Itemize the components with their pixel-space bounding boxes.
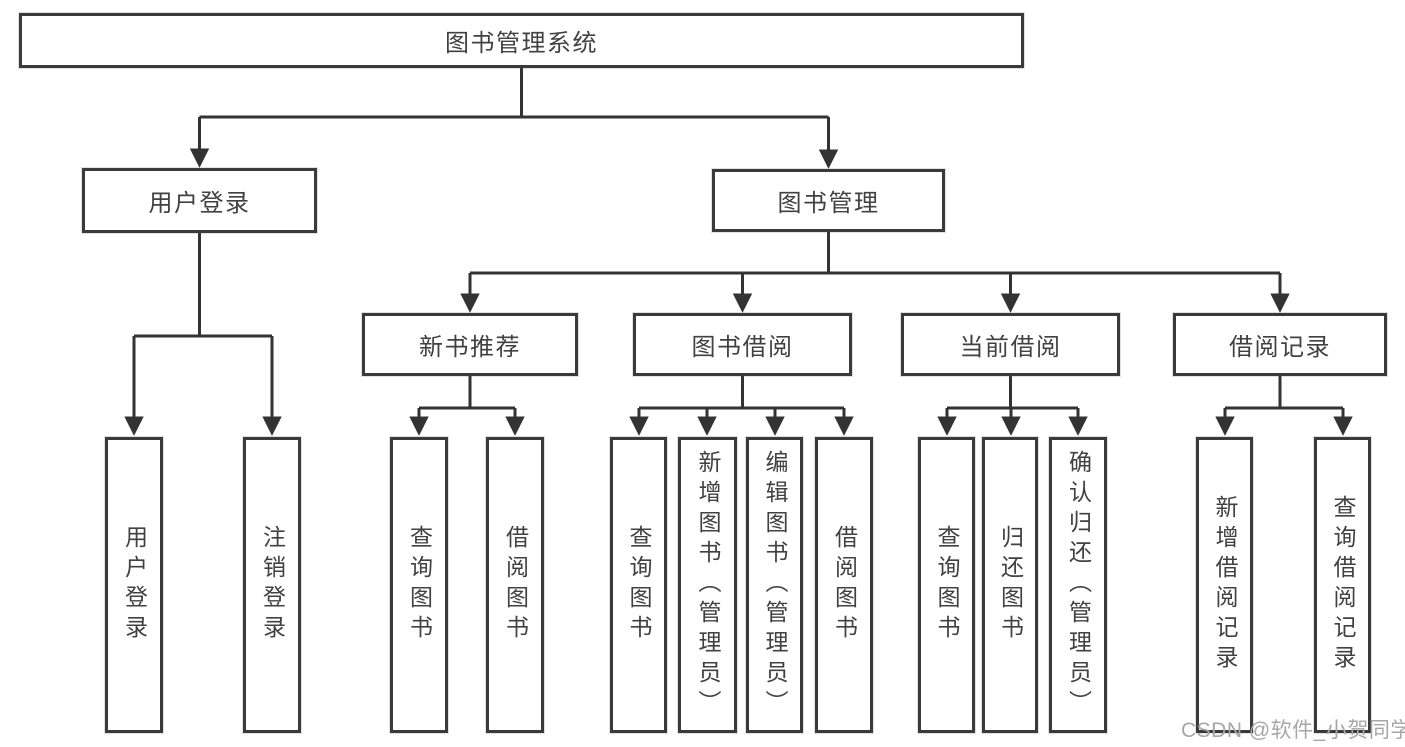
node-label-leaf-bb-edit-book: 编辑图书（管理员） (762, 450, 788, 720)
node-leaf-nbr-query-book: 查询图书 (390, 437, 448, 733)
node-label-root: 图书管理系统 (445, 30, 598, 57)
node-user-login: 用户登录 (82, 168, 317, 233)
connector-book-management-split (470, 232, 1280, 275)
node-label-leaf-logout: 注销登录 (259, 525, 286, 645)
connector-new-book-recommend-split (419, 376, 515, 410)
node-leaf-cb-return-book: 归还图书 (982, 437, 1038, 733)
node-label-book-management: 图书管理 (777, 190, 880, 217)
node-root: 图书管理系统 (19, 13, 1024, 68)
node-label-leaf-bb-query-book: 查询图书 (626, 525, 652, 645)
node-leaf-bb-query-book: 查询图书 (610, 437, 667, 733)
node-new-book-recommend: 新书推荐 (362, 313, 578, 376)
node-leaf-nbr-borrow-book: 借阅图书 (486, 437, 544, 733)
node-label-leaf-cb-query-book: 查询图书 (934, 525, 960, 645)
connector-book-borrow-split (639, 376, 844, 410)
node-label-leaf-cb-confirm-return: 确认归还（管理员） (1065, 450, 1092, 720)
node-current-borrow: 当前借阅 (901, 313, 1120, 376)
node-label-leaf-br-add-record: 新增借阅记录 (1212, 495, 1238, 675)
node-leaf-logout: 注销登录 (243, 437, 301, 733)
node-leaf-cb-confirm-return: 确认归还（管理员） (1049, 437, 1107, 733)
node-label-user-login: 用户登录 (148, 190, 251, 217)
node-leaf-br-query-record: 查询借阅记录 (1314, 437, 1371, 733)
node-label-leaf-nbr-borrow-book: 借阅图书 (502, 525, 529, 645)
node-label-leaf-cb-return-book: 归还图书 (997, 525, 1024, 645)
node-book-borrow: 图书借阅 (633, 313, 852, 376)
node-leaf-bb-borrow-book: 借阅图书 (815, 437, 873, 733)
node-leaf-bb-edit-book: 编辑图书（管理员） (746, 437, 803, 733)
node-label-leaf-br-query-record: 查询借阅记录 (1330, 495, 1356, 675)
node-label-leaf-bb-borrow-book: 借阅图书 (831, 525, 858, 645)
connector-user-login-split (134, 233, 272, 338)
node-label-leaf-user-login: 用户登录 (121, 525, 148, 645)
node-label-current-borrow: 当前借阅 (959, 334, 1062, 361)
node-label-book-borrow: 图书借阅 (691, 334, 794, 361)
node-label-leaf-nbr-query-book: 查询图书 (406, 525, 433, 645)
node-leaf-br-add-record: 新增借阅记录 (1196, 437, 1253, 733)
connector-root-split (199, 68, 829, 119)
node-leaf-cb-query-book: 查询图书 (918, 437, 975, 733)
connector-borrow-record-split (1225, 375, 1343, 410)
node-label-borrow-record: 借阅记录 (1229, 334, 1331, 361)
node-label-new-book-recommend: 新书推荐 (419, 334, 521, 361)
watermark: CSDN @软件_小贺同学 (1181, 719, 1405, 742)
node-leaf-user-login: 用户登录 (105, 437, 163, 733)
node-borrow-record: 借阅记录 (1173, 313, 1387, 376)
node-leaf-bb-add-book: 新增图书（管理员） (678, 437, 737, 733)
node-book-management: 图书管理 (712, 169, 945, 232)
node-label-leaf-bb-add-book: 新增图书（管理员） (695, 450, 721, 720)
connector-current-borrow-split (947, 376, 1078, 410)
